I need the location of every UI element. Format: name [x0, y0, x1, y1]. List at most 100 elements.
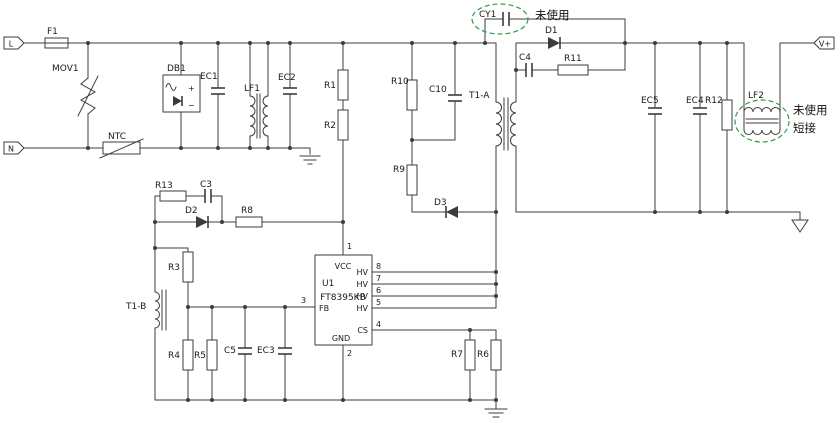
- resistor-r12: R12: [705, 96, 733, 131]
- label-r9: R9: [393, 165, 405, 175]
- label-ec1: EC1: [200, 72, 218, 82]
- label-ec2: EC2: [278, 73, 296, 83]
- thermistor-ntc: NTC: [99, 132, 144, 159]
- label-ec5: EC5: [641, 96, 659, 106]
- capacitor-c5: C5: [224, 346, 252, 356]
- lf2-unused-note: 未使用: [793, 103, 828, 117]
- label-mov1: MOV1: [52, 64, 79, 74]
- ground-primary-icon: [299, 155, 321, 165]
- varistor-mov1: MOV1: [52, 64, 99, 117]
- cy1-unused-highlight: [471, 3, 529, 35]
- ground-output-icon: [791, 219, 809, 233]
- u1-pin3-number: 3: [301, 296, 306, 305]
- resistor-r8: R8: [235, 206, 263, 228]
- u1-refdes: U1: [322, 279, 334, 289]
- u1-pin8-number: 8: [376, 262, 381, 271]
- u1-pin6-number: 6: [376, 286, 381, 295]
- resistor-r3: R3: [168, 251, 194, 283]
- capacitor-cy1: CY1: [471, 3, 529, 35]
- label-ntc: NTC: [108, 132, 126, 142]
- u1-pin5-number: 5: [376, 298, 381, 307]
- fuse-f1: F1: [44, 27, 69, 49]
- resistor-r10: R10: [391, 77, 418, 111]
- capacitor-ec4: EC4: [686, 96, 707, 115]
- label-r4: R4: [168, 351, 180, 361]
- wires-secondary: [484, 18, 815, 221]
- diode-d1: D1: [545, 26, 561, 49]
- resistor-r2: R2: [324, 109, 349, 141]
- resistor-r6: R6: [477, 339, 502, 371]
- u1-pin2-number: 2: [347, 349, 352, 358]
- db1-plus-mark: +: [188, 84, 195, 93]
- diode-d3: D3: [434, 198, 458, 218]
- capacitor-c3: C3: [200, 180, 212, 203]
- u1-pin-fb-label: FB: [319, 304, 329, 313]
- label-r7: R7: [451, 350, 463, 360]
- label-r6: R6: [477, 350, 489, 360]
- label-d3: D3: [434, 198, 447, 208]
- label-lf2: LF2: [748, 91, 764, 101]
- label-c5: C5: [224, 346, 236, 356]
- capacitor-ec1: EC1: [200, 72, 225, 95]
- winding-t1b: T1-B: [125, 289, 167, 331]
- label-ec3: EC3: [257, 346, 275, 356]
- u1-pin-hv5-label: HV: [357, 304, 369, 313]
- terminal-n-label: N: [8, 145, 14, 154]
- resistor-r9: R9: [393, 164, 418, 196]
- resistor-r13: R13: [155, 181, 187, 202]
- label-d1: D1: [545, 26, 558, 36]
- label-f1: F1: [47, 27, 58, 37]
- label-c4: C4: [519, 53, 531, 63]
- terminal-vplus: V+: [813, 36, 835, 50]
- u1-pin1-number: 1: [347, 242, 352, 251]
- bridge-rectifier-db1: + − DB1: [162, 64, 201, 113]
- label-lf1: LF1: [244, 84, 260, 94]
- terminal-n: N: [3, 141, 25, 155]
- capacitor-ec5: EC5: [641, 96, 662, 115]
- resistor-r4: R4: [168, 339, 194, 371]
- label-r3: R3: [168, 263, 180, 273]
- u1-pin-hv6-label: HV: [357, 292, 369, 301]
- u1-pin-cs-label: CS: [357, 326, 368, 335]
- u1-part-number: FT8395KB: [320, 293, 366, 303]
- lf2-short-note: 短接: [793, 121, 816, 135]
- label-r13: R13: [155, 181, 173, 191]
- diode-d2: D2: [185, 206, 209, 228]
- label-t1b: T1-B: [125, 302, 146, 312]
- ic-u1: VCC U1 FT8395KB FB GND HV HV HV HV CS 1 …: [301, 242, 381, 358]
- label-t1a: T1-A: [468, 91, 490, 101]
- resistor-r1: R1: [324, 69, 349, 101]
- label-r8: R8: [241, 206, 253, 216]
- lf2-unused-highlight: [734, 99, 790, 143]
- label-c10: C10: [429, 85, 447, 95]
- resistor-r5: R5: [194, 339, 218, 371]
- label-c3: C3: [200, 180, 212, 190]
- capacitor-ec2: EC2: [278, 73, 297, 95]
- label-r11: R11: [564, 54, 582, 64]
- label-r5: R5: [194, 351, 206, 361]
- label-r1: R1: [324, 81, 336, 91]
- resistor-r11: R11: [557, 54, 589, 76]
- transformer-t1a: T1-A: [468, 91, 517, 151]
- junction-dots: [86, 41, 729, 402]
- cy1-unused-note: 未使用: [535, 8, 570, 22]
- label-r12: R12: [705, 96, 723, 106]
- u1-pin-hv8-label: HV: [357, 268, 369, 277]
- label-ec4: EC4: [686, 96, 704, 106]
- capacitor-ec3: EC3: [257, 346, 292, 356]
- u1-pin-vcc-label: VCC: [335, 262, 352, 271]
- u1-pin-gnd-label: GND: [332, 334, 350, 343]
- terminal-l: L: [3, 36, 25, 50]
- capacitor-c10: C10: [429, 85, 462, 102]
- choke-lf2: LF2: [734, 91, 790, 143]
- label-cy1: CY1: [479, 10, 496, 20]
- label-d2: D2: [185, 206, 198, 216]
- u1-pin7-number: 7: [376, 274, 381, 283]
- u1-pin4-number: 4: [376, 320, 381, 329]
- label-r2: R2: [324, 121, 336, 131]
- u1-pin-hv7-label: HV: [357, 280, 369, 289]
- terminal-vplus-label: V+: [819, 40, 831, 49]
- capacitor-c4: C4: [519, 53, 533, 77]
